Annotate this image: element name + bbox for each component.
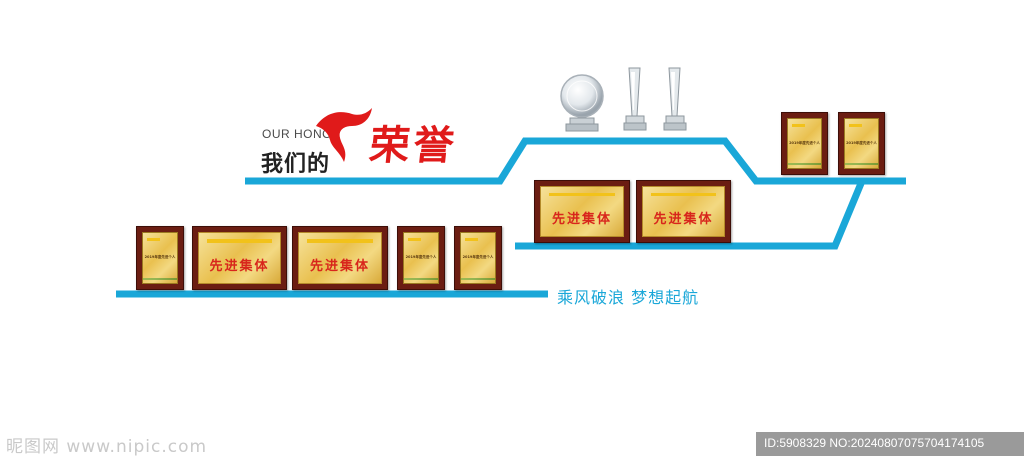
certificate-plaque: 2019年度先进个人 bbox=[838, 112, 885, 175]
watermark-id: ID:5908329 NO:20240807075704174105 bbox=[764, 436, 985, 450]
certificate-plaque: 2019年度先进个人 bbox=[781, 112, 828, 175]
watermark-id-bar bbox=[756, 432, 1024, 456]
advanced-collective-plaque: 先进集体 bbox=[636, 180, 731, 243]
advanced-collective-plaque: 先进集体 bbox=[192, 226, 287, 290]
certificate-plaque: 2019年度先进个人 bbox=[454, 226, 502, 290]
advanced-collective-plaque: 先进集体 bbox=[292, 226, 388, 290]
header-subtitle: OUR HONOR bbox=[262, 127, 342, 141]
slogan-text: 乘风破浪 梦想起航 bbox=[557, 288, 700, 307]
ribbon-icon bbox=[316, 108, 372, 162]
watermark-site: 昵图网 www.nipic.com bbox=[6, 437, 208, 457]
crystal-trophy-icon bbox=[663, 67, 687, 131]
crystal-award-icon bbox=[560, 74, 604, 132]
advanced-collective-plaque: 先进集体 bbox=[534, 180, 630, 243]
certificate-plaque: 2019年度先进个人 bbox=[136, 226, 184, 290]
certificate-plaque: 2019年度先进个人 bbox=[397, 226, 445, 290]
header-title: 荣誉 bbox=[367, 122, 461, 169]
header-prefix: 我们的 bbox=[261, 152, 331, 177]
crystal-trophy-icon bbox=[623, 67, 647, 131]
